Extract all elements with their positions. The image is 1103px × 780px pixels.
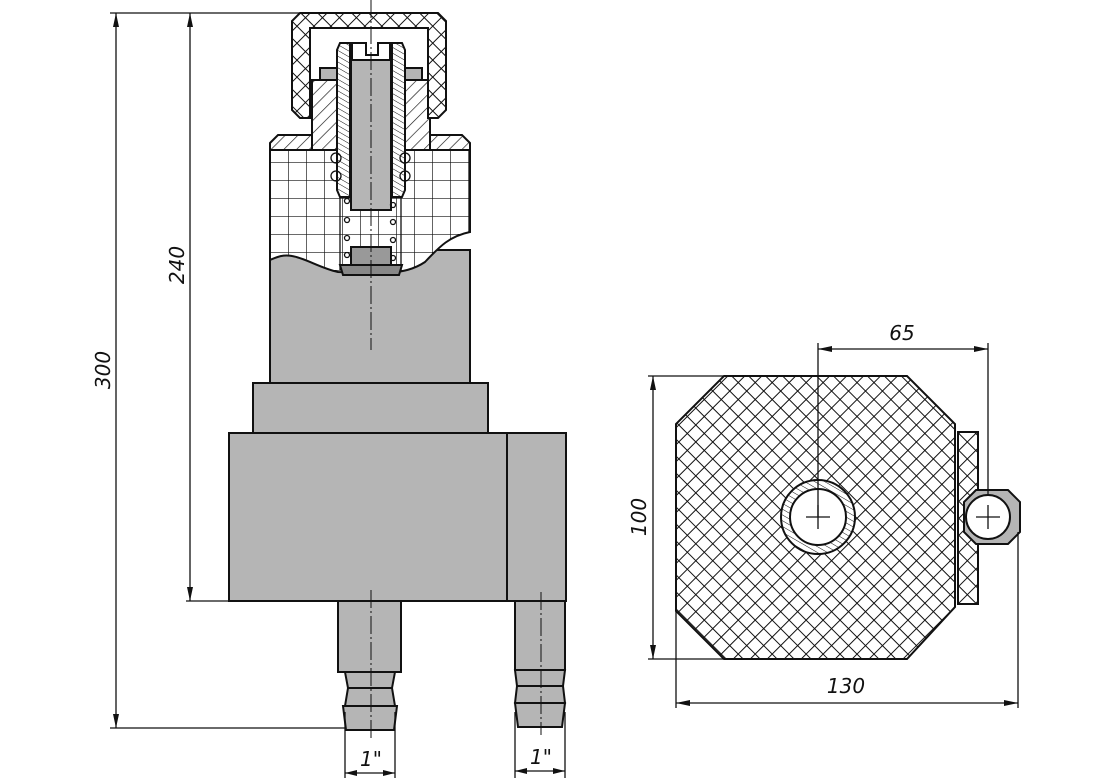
front-view [228, 0, 567, 738]
front-dimensions: 300 240 1" 1" [91, 12, 566, 778]
base-block [228, 432, 567, 602]
spring [339, 197, 402, 270]
top-dimensions: 65 100 130 [627, 321, 1019, 708]
detent-balls [330, 152, 411, 182]
cap-section [291, 12, 447, 119]
top-view [675, 375, 1021, 660]
dim-body-height: 240 [165, 246, 189, 284]
dim-hole-spacing: 65 [889, 321, 914, 345]
step-block [252, 382, 489, 434]
left-outlet-pipe [337, 600, 402, 673]
dim-right-outlet: 1" [530, 745, 552, 769]
right-outlet-pipe [514, 600, 566, 671]
dim-left-outlet: 1" [360, 747, 382, 771]
dim-width: 130 [827, 674, 865, 698]
dim-depth: 100 [627, 498, 651, 536]
dim-overall-height: 300 [91, 351, 115, 389]
